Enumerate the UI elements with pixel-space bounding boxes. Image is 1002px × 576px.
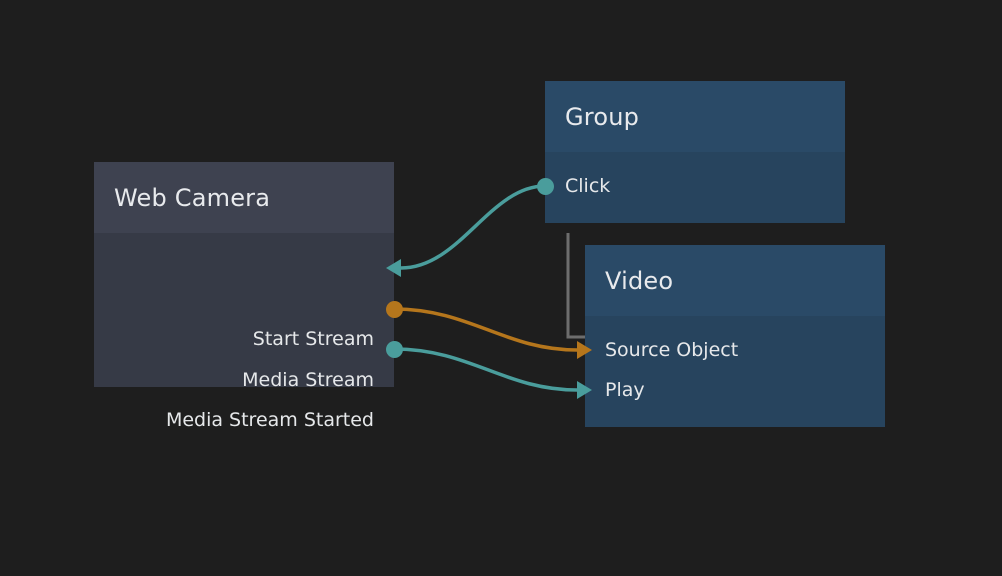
node-web-camera[interactable]: Web Camera Start Stream Media Stream Med… [94,162,394,431]
edge-media-stream-started-to-play [392,347,579,392]
node-group-title: Group [565,102,640,131]
node-video-title-bar[interactable]: Video [585,245,885,316]
socket-source-object-arrow-icon[interactable] [577,341,592,359]
socket-media-stream-started-dot-icon[interactable] [385,340,403,358]
node-web-camera-title: Web Camera [114,183,271,212]
port-click-label: Click [565,175,611,197]
node-web-camera-title-bar[interactable]: Web Camera [94,162,394,233]
port-media-stream-label: Media Stream [242,369,374,391]
port-source-object-label: Source Object [605,339,739,361]
socket-media-stream-dot-icon[interactable] [385,300,403,318]
socket-start-stream-arrow-icon[interactable] [386,259,401,277]
port-play-label: Play [605,379,645,401]
node-video-body: Source Object Play [585,316,885,427]
edge-media-stream-to-source-object [392,307,579,352]
edge-click-to-start-stream [399,184,547,270]
node-video[interactable]: Video Source Object Play [585,245,885,427]
node-group-title-bar[interactable]: Group [545,81,845,152]
port-play[interactable]: Play [605,377,645,403]
port-media-stream-started-label: Media Stream Started [165,409,374,431]
node-web-camera-body: Start Stream Media Stream Media Stream S… [94,233,394,431]
port-click[interactable]: Click [565,173,610,199]
edge-group-to-video-bracket [566,233,586,339]
port-media-stream[interactable]: Media Stream [242,367,374,393]
socket-click-dot-icon[interactable] [536,177,554,195]
node-video-title: Video [605,266,674,295]
port-start-stream-label: Start Stream [252,328,374,350]
port-start-stream[interactable]: Start Stream [253,326,374,352]
node-group-body: Click [545,152,845,223]
socket-play-arrow-icon[interactable] [577,381,592,399]
node-group[interactable]: Group Click [545,81,845,223]
port-source-object[interactable]: Source Object [605,337,738,363]
port-media-stream-started[interactable]: Media Stream Started [166,407,374,433]
